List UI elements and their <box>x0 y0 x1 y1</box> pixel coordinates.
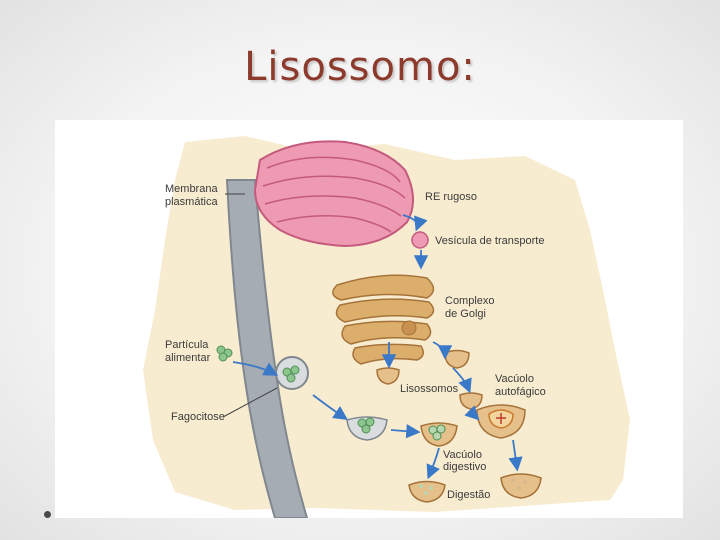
label-plasmatica: plasmática <box>165 196 218 208</box>
label-vacuolo-digestivo-2: digestivo <box>443 461 486 473</box>
label-vacuolo-autofagico-1: Vacúolo <box>495 373 534 385</box>
label-complexo: Complexo <box>445 295 495 307</box>
transport-vesicle <box>412 232 428 248</box>
label-vesicula: Vesícula de transporte <box>435 235 544 247</box>
phagocytosis-vesicle <box>276 357 308 389</box>
label-vacuolo-autofagico-2: autofágico <box>495 386 546 398</box>
slide-bullet <box>44 511 51 518</box>
label-re-rugoso: RE rugoso <box>425 191 477 203</box>
label-digestao: Digestão <box>447 489 490 501</box>
label-fagocitose: Fagocitose <box>171 411 225 423</box>
label-lisossomos: Lisossomos <box>400 383 459 395</box>
label-alimentar: alimentar <box>165 352 211 364</box>
label-particula: Partícula <box>165 339 209 351</box>
rough-er <box>255 141 413 246</box>
label-membrana: Membrana <box>165 183 218 195</box>
slide-title: Lisossomo: <box>0 44 720 90</box>
lysosome-diagram: Membrana plasmática RE rugoso Vesícula d… <box>55 120 683 518</box>
label-de-golgi: de Golgi <box>445 308 486 320</box>
label-vacuolo-digestivo-1: Vacúolo <box>443 449 482 461</box>
